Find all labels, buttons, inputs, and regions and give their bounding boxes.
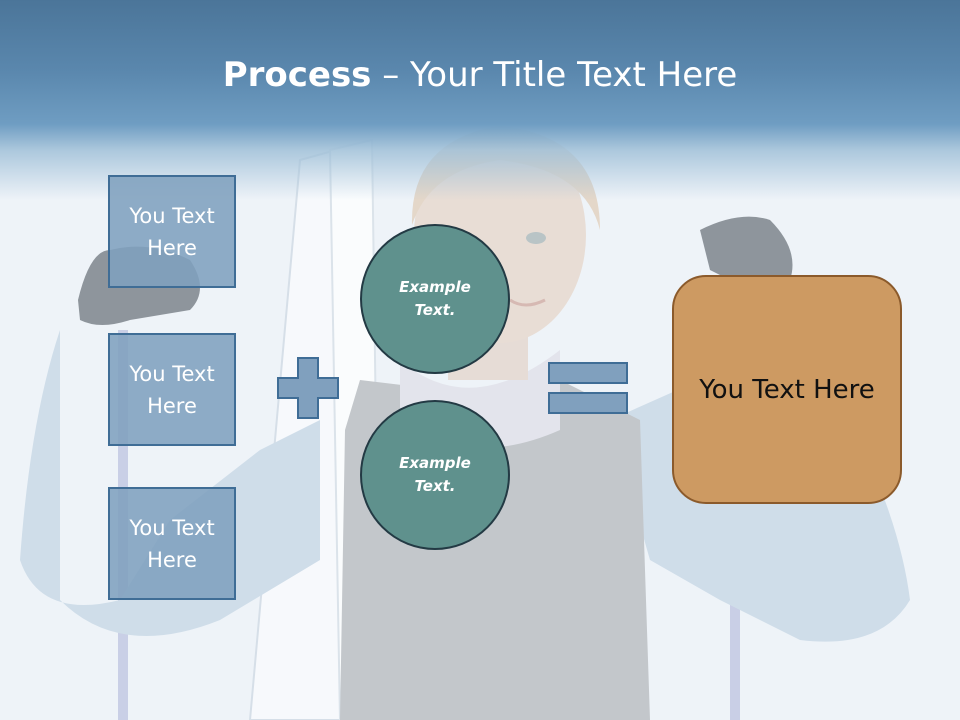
input-box-2: You Text Here <box>108 333 236 446</box>
example-circle-1: Example Text. <box>360 224 510 374</box>
title-bold: Process <box>222 55 372 95</box>
header-bar <box>0 0 960 200</box>
input-box-3: You Text Here <box>108 487 236 600</box>
title-rest: – Your Title Text Here <box>371 55 738 95</box>
slide-title: Process – Your Title Text Here <box>0 52 960 98</box>
equals-icon <box>548 362 628 414</box>
example-circle-2: Example Text. <box>360 400 510 550</box>
plus-icon <box>277 357 339 419</box>
result-box: You Text Here <box>672 275 902 504</box>
input-box-1: You Text Here <box>108 175 236 288</box>
